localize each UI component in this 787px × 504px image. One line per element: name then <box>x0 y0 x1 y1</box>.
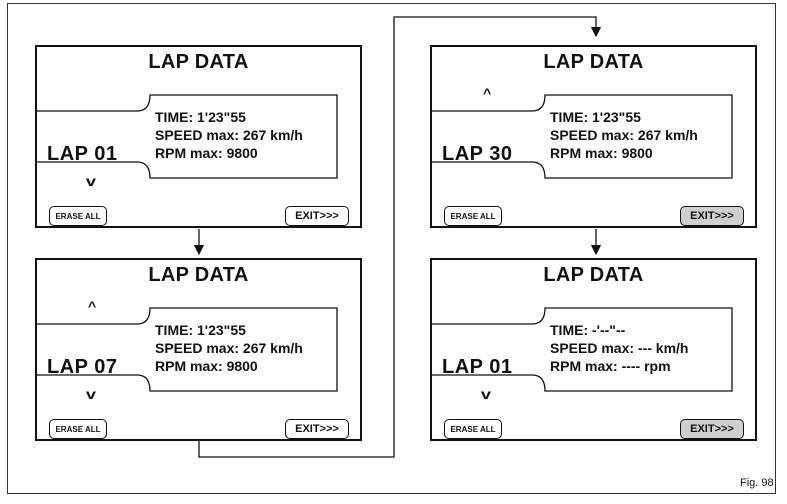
lap-rpm-max: RPM max: 9800 <box>155 358 258 374</box>
lap-data-panel-2: LAP DATA ^ LAP 07 v TIME: 1'23"55 SPEED … <box>35 258 362 441</box>
lap-number: LAP 01 <box>442 356 513 378</box>
exit-button[interactable]: EXIT>>> <box>680 419 744 439</box>
figure-label: Fig. 98 <box>740 477 774 489</box>
lap-number: LAP 07 <box>47 356 118 378</box>
exit-button[interactable]: EXIT>>> <box>285 419 349 439</box>
lap-data-panel-3: LAP DATA ^ LAP 30 TIME: 1'23"55 SPEED ma… <box>430 45 757 228</box>
exit-button[interactable]: EXIT>>> <box>680 206 744 226</box>
scroll-down-indicator: v <box>480 386 491 402</box>
lap-time: TIME: 1'23"55 <box>155 322 246 338</box>
lap-data-panel-4: LAP DATA LAP 01 v TIME: -'--"-- SPEED ma… <box>430 258 757 441</box>
lap-info: TIME: 1'23"55 SPEED max: 267 km/h RPM ma… <box>155 321 303 375</box>
lap-info: TIME: -'--"-- SPEED max: --- km/h RPM ma… <box>550 321 688 375</box>
panel-title: LAP DATA <box>543 51 644 73</box>
arrow-panel2-to-panel3 <box>198 16 602 458</box>
scroll-up-indicator: ^ <box>483 85 492 101</box>
erase-all-button[interactable]: ERASE ALL <box>444 419 502 439</box>
lap-rpm-max: RPM max: ---- rpm <box>550 358 671 374</box>
lap-rpm-max: RPM max: 9800 <box>550 145 653 161</box>
lap-number: LAP 01 <box>47 143 118 165</box>
panel-title: LAP DATA <box>148 264 249 286</box>
scroll-up-indicator: ^ <box>88 298 97 314</box>
lap-speed-max: SPEED max: 267 km/h <box>550 127 698 143</box>
panel-title: LAP DATA <box>543 264 644 286</box>
lap-time: TIME: 1'23"55 <box>155 109 246 125</box>
lap-data-panel-1: LAP DATA LAP 01 v TIME: 1'23"55 SPEED ma… <box>35 45 362 228</box>
info-box-outline <box>37 307 338 392</box>
erase-all-button[interactable]: ERASE ALL <box>49 206 107 226</box>
info-box-outline <box>37 94 338 179</box>
lap-speed-max: SPEED max: 267 km/h <box>155 340 303 356</box>
lap-time: TIME: -'--"-- <box>550 322 626 338</box>
lap-speed-max: SPEED max: 267 km/h <box>155 127 303 143</box>
lap-rpm-max: RPM max: 9800 <box>155 145 258 161</box>
scroll-down-indicator: v <box>85 386 96 402</box>
erase-all-button[interactable]: ERASE ALL <box>444 206 502 226</box>
figure-frame <box>7 3 776 494</box>
lap-speed-max: SPEED max: --- km/h <box>550 340 689 356</box>
lap-info: TIME: 1'23"55 SPEED max: 267 km/h RPM ma… <box>550 108 698 162</box>
info-box-outline <box>432 94 733 179</box>
lap-time: TIME: 1'23"55 <box>550 109 641 125</box>
info-box-outline <box>432 307 733 392</box>
lap-info: TIME: 1'23"55 SPEED max: 267 km/h RPM ma… <box>155 108 303 162</box>
panel-title: LAP DATA <box>148 51 249 73</box>
erase-all-button[interactable]: ERASE ALL <box>49 419 107 439</box>
lap-number: LAP 30 <box>442 143 513 165</box>
scroll-down-indicator: v <box>85 173 96 189</box>
exit-button[interactable]: EXIT>>> <box>285 206 349 226</box>
